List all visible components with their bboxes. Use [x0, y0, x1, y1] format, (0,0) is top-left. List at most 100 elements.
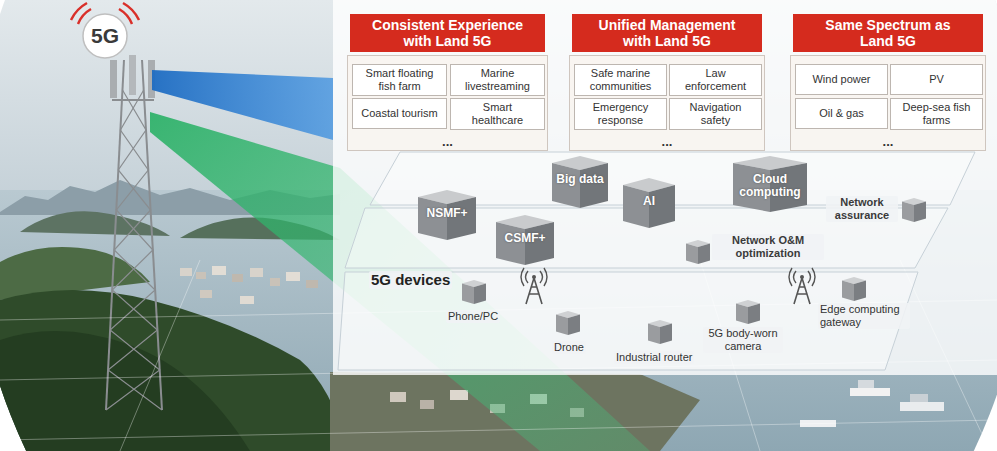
boat-cabin — [858, 380, 874, 388]
grid-line — [0, 420, 997, 440]
scenario-cell: Emergency response — [574, 98, 667, 130]
house — [450, 390, 468, 400]
label-holder: Drone — [552, 337, 602, 355]
antenna-panel — [129, 55, 136, 95]
tower-brace — [108, 90, 162, 410]
category-box: ... Smart floating fish farm Marine livest… — [347, 55, 548, 151]
signal-arcs — [71, 3, 139, 24]
platform-cube: NSMF+ — [418, 190, 476, 240]
label-holder: Industrial router — [614, 347, 702, 365]
function-label: Network assurance — [826, 196, 898, 222]
section-label: 5G devices — [369, 271, 452, 289]
label-holder: 5G — [85, 23, 125, 49]
device-cube — [736, 300, 760, 324]
function-label: Network O&M optimization — [712, 234, 824, 260]
platform-cube: Big data — [552, 156, 608, 208]
cell-text: Law enforcement — [676, 67, 755, 93]
cell-text: Safe marine communities — [581, 67, 660, 93]
platform-cube-small — [686, 240, 710, 264]
ellipsis-text: ... — [442, 135, 453, 148]
grid-overlay — [0, 260, 997, 451]
header-box: Consistent Experience with Land 5G — [350, 14, 545, 52]
base-station-icon — [521, 268, 547, 304]
ellipsis-text: ... — [883, 135, 894, 148]
cube-text: NSMF+ — [422, 207, 472, 220]
device-label: Drone — [552, 341, 586, 354]
scenario-cell: Law enforcement — [669, 64, 762, 96]
platform-cube: Cloud computing — [733, 156, 807, 212]
label-holder: Edge computing gateway — [818, 303, 910, 330]
cell-text: Wind power — [812, 73, 870, 86]
overlay-panel — [333, 0, 997, 375]
header-text: Same Spectrum as Land 5G — [810, 17, 966, 49]
platform-cube-small — [902, 198, 926, 222]
house — [212, 266, 226, 275]
cell-text: Marine livestreaming — [457, 67, 538, 93]
boats — [800, 380, 944, 427]
label-holder: 5G body-worn camera — [703, 327, 783, 354]
cube-text: CSMF+ — [500, 232, 550, 245]
label-holder: Network assurance — [826, 196, 898, 223]
scenario-cell: Smart healthcare — [450, 98, 545, 130]
house — [420, 400, 434, 409]
island — [20, 211, 170, 236]
scenario-cell: Smart floating fish farm — [352, 64, 447, 96]
label-holder: Phone/PC — [446, 306, 516, 324]
village — [180, 266, 318, 304]
grid-line — [120, 260, 200, 451]
cell-text: Navigation safety — [676, 101, 755, 127]
scenario-cell: Navigation safety — [669, 98, 762, 130]
boat — [900, 402, 944, 411]
header-text: Consistent Experience with Land 5G — [367, 17, 528, 49]
tower-brace — [106, 90, 160, 410]
platform-cube: AI — [623, 178, 675, 228]
scenario-cell: PV — [890, 64, 983, 95]
scenario-cell: Safe marine communities — [574, 64, 667, 96]
scenario-cell: Wind power — [795, 64, 888, 95]
cell-text: Emergency response — [581, 101, 660, 127]
header-box: Same Spectrum as Land 5G — [793, 14, 983, 52]
cell-text: Smart floating fish farm — [359, 67, 440, 93]
base-station-icon — [789, 268, 815, 304]
device-label: Edge computing gateway — [818, 303, 910, 329]
device-label: Phone/PC — [446, 310, 500, 323]
house — [196, 272, 206, 279]
scenario-cell: Marine livestreaming — [450, 64, 545, 96]
platform-cube: CSMF+ — [496, 215, 554, 265]
boat-cabin — [910, 394, 928, 402]
house — [250, 268, 263, 277]
forest-hill — [0, 331, 250, 451]
house — [390, 392, 406, 402]
device-label: 5G body-worn camera — [703, 327, 783, 353]
5g-badge — [83, 14, 127, 58]
boat — [850, 388, 890, 396]
cell-text: Coastal tourism — [361, 107, 437, 120]
cell-text: Smart healthcare — [457, 101, 538, 127]
house — [180, 268, 192, 276]
header-box: Unified Management with Land 5G — [572, 14, 762, 52]
label-holder: 5G devices — [369, 271, 479, 289]
cube-text: AI — [627, 195, 671, 208]
device-cube — [556, 311, 580, 335]
house — [232, 274, 243, 282]
antenna-panel — [110, 60, 117, 98]
house — [270, 278, 280, 286]
house — [240, 296, 254, 304]
platform-layer — [338, 272, 918, 370]
cube-text: Big data — [556, 173, 604, 186]
cube-text: Cloud computing — [737, 173, 803, 199]
cell-text: PV — [929, 73, 944, 86]
house — [306, 280, 318, 288]
header-text: Unified Management with Land 5G — [589, 17, 745, 49]
device-cube — [842, 277, 866, 301]
device-cube — [462, 280, 486, 304]
scenario-cell: Coastal tourism — [352, 98, 447, 129]
scenario-cell: Oil & gas — [795, 98, 888, 129]
house — [200, 290, 212, 298]
tower-leg — [106, 60, 124, 410]
cell-text: Deep-sea fish farms — [897, 101, 976, 127]
house — [286, 272, 300, 281]
device-label: Industrial router — [614, 351, 694, 364]
label-holder: Network O&M optimization — [712, 234, 824, 261]
